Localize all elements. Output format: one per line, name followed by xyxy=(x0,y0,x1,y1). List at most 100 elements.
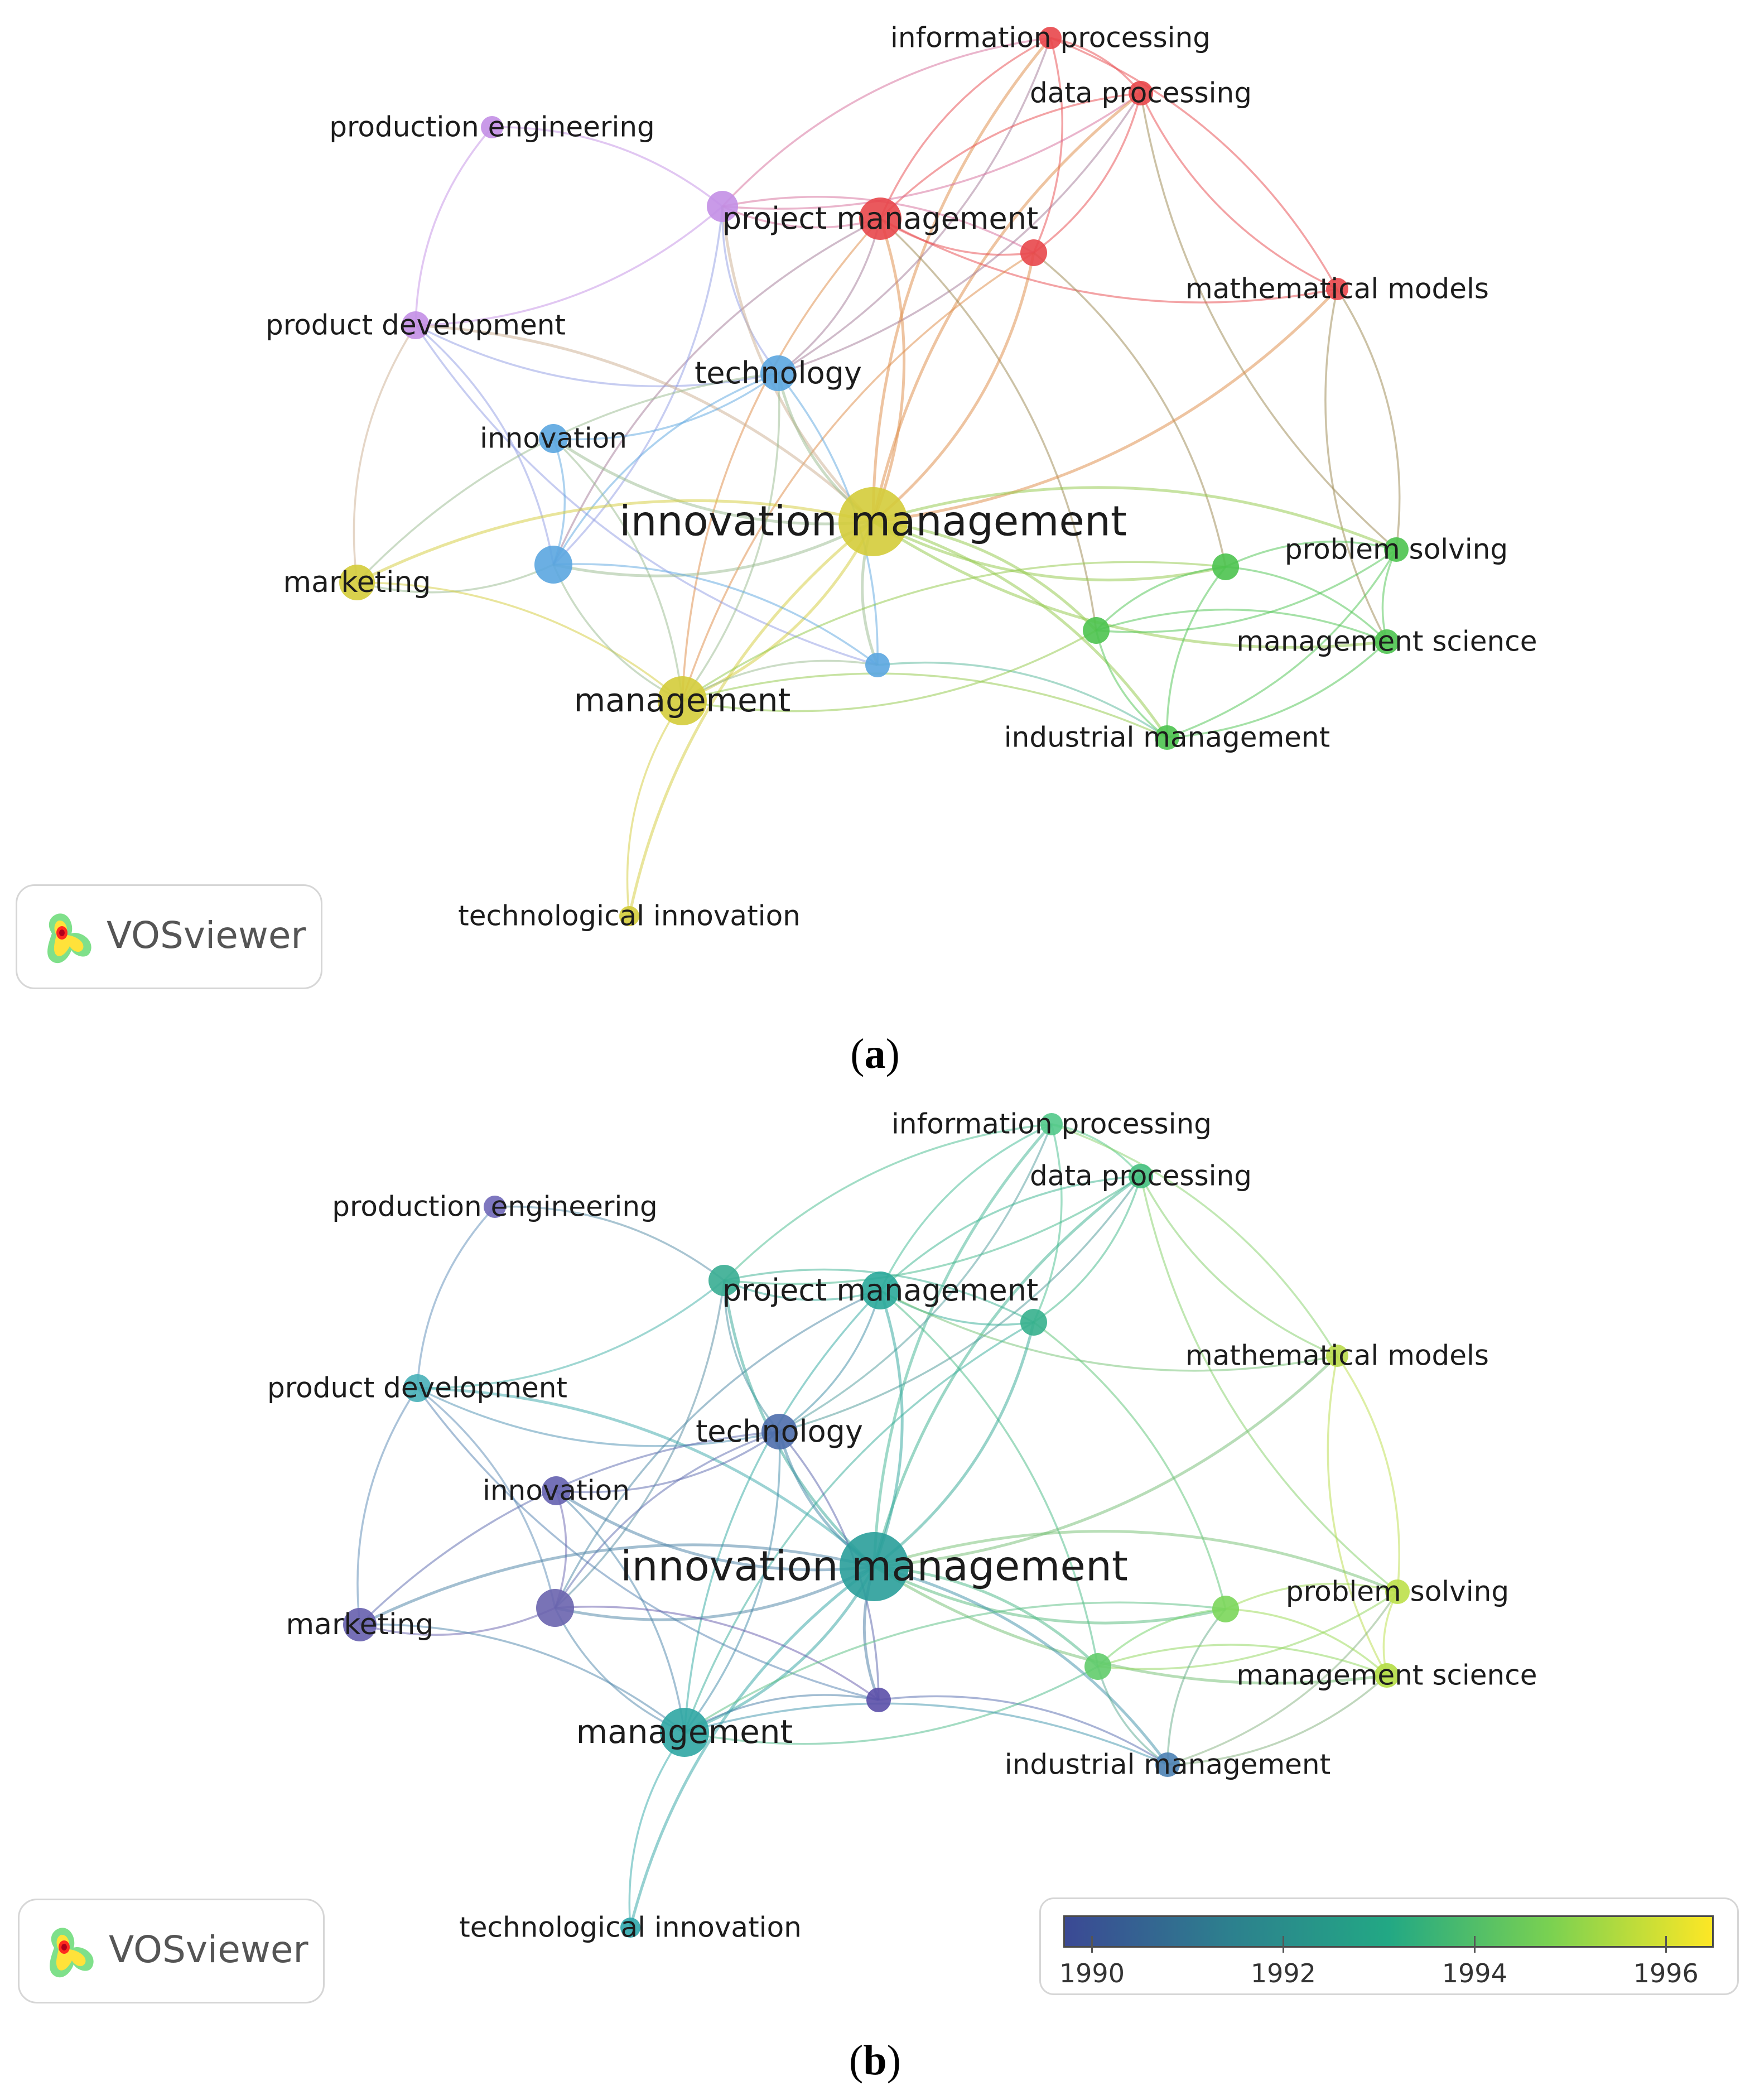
edge-information-processing-project-management xyxy=(879,1123,1052,1291)
node-data-processing[interactable] xyxy=(1129,1164,1153,1188)
edge-information-processing-purple-unlabeled xyxy=(723,1123,1052,1282)
edge-information-processing-mathematical-models xyxy=(1050,37,1338,290)
node-blue-unlabeled-small[interactable] xyxy=(865,653,890,677)
edge-product-development-innovation-management xyxy=(415,324,874,523)
label-product-development: product development xyxy=(266,309,566,341)
node-blue-unlabeled-large[interactable] xyxy=(536,1589,574,1627)
node-technological-innovation[interactable] xyxy=(619,906,639,926)
label-industrial-management: industrial management xyxy=(1004,721,1330,754)
edge-data-processing-innovation-management xyxy=(871,92,1142,522)
edge-innovation-management-management-science xyxy=(872,520,1387,649)
edge-project-management-technology xyxy=(777,218,881,374)
edge-green-unlabeled-2-industrial-management xyxy=(1097,1666,1168,1766)
node-purple-unlabeled[interactable] xyxy=(707,191,738,222)
node-innovation[interactable] xyxy=(542,1476,571,1505)
edge-data-processing-project-management xyxy=(879,1175,1141,1292)
node-marketing[interactable] xyxy=(339,565,375,600)
node-green-unlabeled-2[interactable] xyxy=(1083,617,1110,644)
node-management-science[interactable] xyxy=(1375,1663,1399,1688)
label-problem-solving: problem solving xyxy=(1285,533,1508,566)
edge-product-development-blue-unlabeled-small xyxy=(414,325,878,666)
node-red-unlabeled[interactable] xyxy=(1020,1309,1047,1336)
node-product-development[interactable] xyxy=(402,311,430,339)
node-red-unlabeled[interactable] xyxy=(1020,239,1047,266)
node-production-engineering[interactable] xyxy=(484,1196,506,1218)
edge-information-processing-red-unlabeled xyxy=(1033,1124,1063,1323)
edge-product-development-marketing xyxy=(356,1388,418,1625)
label-technological-innovation: technological innovation xyxy=(458,900,801,932)
label-marketing: marketing xyxy=(283,566,431,599)
edge-product-development-technology xyxy=(417,1387,780,1447)
node-green-unlabeled-1[interactable] xyxy=(1212,553,1239,580)
edge-problem-solving-green-unlabeled-2 xyxy=(1097,1591,1398,1670)
node-data-processing[interactable] xyxy=(1129,81,1153,105)
label-information-processing: information processing xyxy=(891,1108,1212,1140)
node-technological-innovation[interactable] xyxy=(620,1918,640,1938)
node-information-processing[interactable] xyxy=(1040,1113,1063,1135)
edge-mathematical-models-problem-solving xyxy=(1336,288,1401,550)
edge-innovation-management-green-unlabeled-2 xyxy=(872,520,1097,632)
label-mathematical-models: mathematical models xyxy=(1185,273,1489,305)
node-product-development[interactable] xyxy=(403,1374,431,1402)
edge-green-unlabeled-1-industrial-management xyxy=(1166,566,1227,738)
vosviewer-logo-icon xyxy=(50,1928,94,1978)
node-innovation-management[interactable] xyxy=(840,1532,909,1601)
label-management: management xyxy=(574,681,791,719)
edge-production-engineering-purple-unlabeled xyxy=(494,1205,725,1282)
edge-red-unlabeled-innovation-management xyxy=(872,252,1035,523)
node-blue-unlabeled-small[interactable] xyxy=(866,1688,891,1712)
node-industrial-management[interactable] xyxy=(1155,725,1179,750)
node-management[interactable] xyxy=(660,1708,709,1757)
label-production-engineering: production engineering xyxy=(329,111,655,143)
edge-information-processing-purple-unlabeled xyxy=(721,37,1051,208)
label-management: management xyxy=(576,1713,793,1751)
edge-marketing-management xyxy=(356,581,683,702)
edge-information-processing-project-management xyxy=(879,37,1051,219)
edge-management-green-unlabeled-2 xyxy=(682,629,1097,712)
node-innovation[interactable] xyxy=(539,424,568,453)
edges-layer xyxy=(353,37,1401,917)
node-industrial-management[interactable] xyxy=(1155,1752,1180,1777)
legend-tick-label: 1996 xyxy=(1633,1958,1699,1988)
node-project-management[interactable] xyxy=(859,198,901,240)
node-management-science[interactable] xyxy=(1375,629,1399,654)
edge-innovation-management-problem-solving xyxy=(874,1530,1398,1593)
node-problem-solving[interactable] xyxy=(1384,537,1409,562)
node-production-engineering[interactable] xyxy=(481,116,503,138)
edge-technology-innovation xyxy=(553,372,779,441)
node-management[interactable] xyxy=(658,676,707,725)
edge-project-management-mathematical-models xyxy=(880,218,1338,304)
node-technology[interactable] xyxy=(760,355,796,391)
edge-technology-blue-unlabeled-large xyxy=(552,372,779,565)
node-innovation-management[interactable] xyxy=(838,487,908,556)
node-mathematical-models[interactable] xyxy=(1326,278,1348,300)
node-green-unlabeled-2[interactable] xyxy=(1084,1653,1111,1680)
edge-problem-solving-green-unlabeled-1 xyxy=(1225,1582,1398,1610)
node-marketing[interactable] xyxy=(343,1608,377,1641)
edge-project-management-blue-unlabeled-large xyxy=(554,1289,881,1608)
legend-tick-mark xyxy=(1283,1936,1285,1953)
edge-management-industrial-management xyxy=(684,1702,1168,1766)
node-purple-unlabeled[interactable] xyxy=(708,1265,740,1296)
label-innovation-management: innovation management xyxy=(619,497,1127,545)
label-data-processing: data processing xyxy=(1030,77,1252,109)
node-problem-solving[interactable] xyxy=(1385,1579,1410,1604)
edge-product-development-marketing xyxy=(353,325,417,583)
node-mathematical-models[interactable] xyxy=(1326,1345,1348,1367)
node-information-processing[interactable] xyxy=(1039,27,1062,49)
node-project-management[interactable] xyxy=(861,1271,899,1309)
label-marketing: marketing xyxy=(286,1608,434,1641)
edge-mathematical-models-innovation-management xyxy=(872,288,1338,523)
node-green-unlabeled-1[interactable] xyxy=(1212,1596,1239,1622)
node-technology[interactable] xyxy=(761,1414,797,1449)
edge-project-management-purple-unlabeled xyxy=(722,205,881,229)
label-technology: technology xyxy=(695,355,862,391)
nodes-layer xyxy=(343,1113,1410,1938)
edge-project-management-green-unlabeled-2 xyxy=(879,218,1097,631)
label-technology: technology xyxy=(696,1414,863,1449)
label-management-science: management science xyxy=(1237,1659,1537,1692)
node-blue-unlabeled-large[interactable] xyxy=(534,546,572,584)
edge-information-processing-mathematical-models xyxy=(1051,1123,1338,1356)
label-information-processing: information processing xyxy=(890,22,1211,54)
